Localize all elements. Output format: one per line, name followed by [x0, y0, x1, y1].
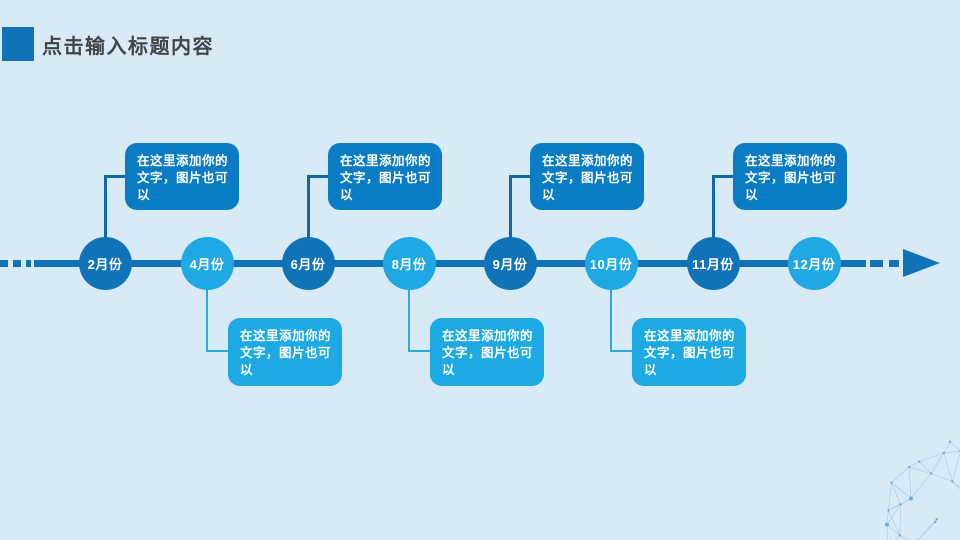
- timeline-dash: [889, 260, 899, 267]
- callout-connector-vertical: [206, 290, 208, 352]
- callout-box[interactable]: 在这里添加你的文字，图片也可以: [733, 143, 847, 210]
- timeline-arrow-icon: [903, 249, 940, 277]
- callout-box[interactable]: 在这里添加你的文字，图片也可以: [228, 318, 342, 386]
- callout-box[interactable]: 在这里添加你的文字，图片也可以: [430, 318, 544, 386]
- month-circle[interactable]: 9月份: [483, 237, 537, 290]
- timeline-dash: [870, 260, 883, 267]
- callout-connector-vertical: [711, 175, 715, 239]
- callout-connector-horizontal: [711, 175, 735, 178]
- callout-connector-vertical: [610, 290, 612, 352]
- callout-connector-horizontal: [508, 175, 532, 178]
- callout-connector-horizontal: [306, 175, 330, 178]
- month-circle[interactable]: 4月份: [180, 237, 234, 290]
- month-circle[interactable]: 6月份: [281, 237, 335, 290]
- timeline-line: [34, 260, 866, 267]
- callout-connector-horizontal: [408, 350, 432, 352]
- month-circle[interactable]: 10月份: [584, 237, 638, 290]
- callout-connector-vertical: [306, 175, 310, 239]
- month-circle[interactable]: 12月份: [787, 237, 841, 290]
- callout-box[interactable]: 在这里添加你的文字，图片也可以: [328, 143, 442, 210]
- callout-connector-horizontal: [610, 350, 634, 352]
- callout-connector-vertical: [103, 175, 107, 239]
- timeline-dash: [13, 260, 21, 267]
- callout-box[interactable]: 在这里添加你的文字，图片也可以: [632, 318, 746, 386]
- callout-connector-horizontal: [206, 350, 230, 352]
- timeline-dash: [26, 260, 31, 267]
- month-circle[interactable]: 11月份: [686, 237, 740, 290]
- callout-box[interactable]: 在这里添加你的文字，图片也可以: [125, 143, 239, 210]
- month-circle[interactable]: 2月份: [78, 237, 132, 290]
- callout-connector-horizontal: [103, 175, 127, 178]
- callout-connector-vertical: [508, 175, 512, 239]
- callout-connector-vertical: [408, 290, 410, 352]
- callout-box[interactable]: 在这里添加你的文字，图片也可以: [530, 143, 644, 210]
- network-sphere-decoration: [884, 440, 960, 540]
- month-circle[interactable]: 8月份: [382, 237, 436, 290]
- timeline-dash: [0, 260, 8, 267]
- title-accent-square: [2, 27, 34, 61]
- page-title[interactable]: 点击输入标题内容: [42, 36, 214, 58]
